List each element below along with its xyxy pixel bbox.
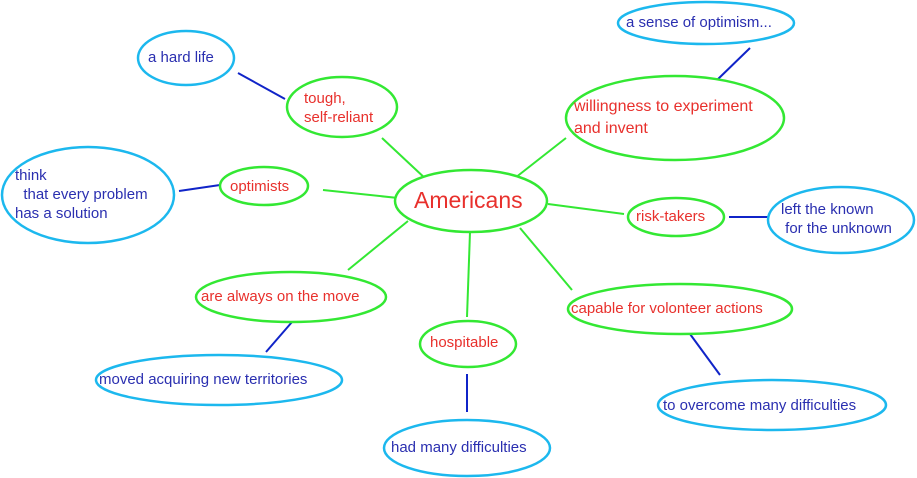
detail-label-optimism: a sense of optimism...	[626, 14, 772, 31]
trait-move-ellipse	[194, 270, 388, 324]
connector-problem-solution	[178, 184, 221, 192]
detail-overcome-ellipse	[656, 378, 888, 432]
trait-hospitable-ellipse	[418, 319, 518, 369]
trait-label-experiment: willingness to experiment and invent	[574, 98, 753, 137]
detail-optimism-ellipse	[616, 0, 796, 46]
detail-label-overcome: to overcome many difficulties	[663, 397, 857, 414]
center-ellipse	[393, 168, 549, 234]
connector-move	[347, 220, 409, 271]
trait-label-move: are always on the move	[201, 288, 360, 305]
detail-label-difficulties: had many difficulties	[391, 439, 527, 456]
detail-label-hard-life: a hard life	[148, 49, 214, 66]
detail-problem-solution-ellipse	[0, 145, 176, 245]
trait-risk-ellipse	[626, 196, 726, 238]
trait-label-optimists: optimists	[230, 178, 290, 195]
connector-new-territories	[265, 321, 293, 353]
trait-optimists-ellipse	[218, 165, 310, 207]
center-label: Americans	[414, 187, 523, 213]
green-connectors	[322, 137, 625, 318]
connector-overcome	[689, 333, 721, 376]
connector-hard-life	[237, 72, 286, 100]
trait-label-tough: tough, self-reliant	[304, 90, 374, 126]
detail-label-problem-solution: think that every problem has a solution	[15, 167, 148, 222]
connector-risk	[547, 203, 625, 215]
detail-known-unknown-ellipse	[766, 185, 916, 255]
detail-label-new-territories: moved acquiring new territories	[99, 371, 308, 388]
detail-label-known-unknown: left the known for the unknown	[781, 201, 892, 237]
trait-label-risk: risk-takers	[636, 208, 706, 225]
connector-experiment	[514, 137, 567, 179]
trait-ellipses	[194, 74, 794, 369]
trait-experiment-ellipse	[564, 74, 786, 162]
detail-new-territories-ellipse	[94, 353, 344, 407]
connector-volunteer	[519, 227, 573, 291]
connector-optimism	[715, 47, 751, 82]
trait-tough-ellipse	[285, 75, 399, 139]
trait-label-volunteer: capable for volonteer actions	[571, 300, 763, 317]
detail-hard-life-ellipse	[136, 29, 236, 87]
detail-difficulties-ellipse	[382, 418, 552, 478]
blue-connectors	[178, 47, 768, 412]
trait-label-hospitable: hospitable	[430, 334, 499, 351]
connector-optimists	[322, 189, 399, 199]
connector-hospitable	[466, 231, 471, 318]
trait-volunteer-ellipse	[566, 282, 794, 336]
connector-tough	[381, 137, 429, 182]
